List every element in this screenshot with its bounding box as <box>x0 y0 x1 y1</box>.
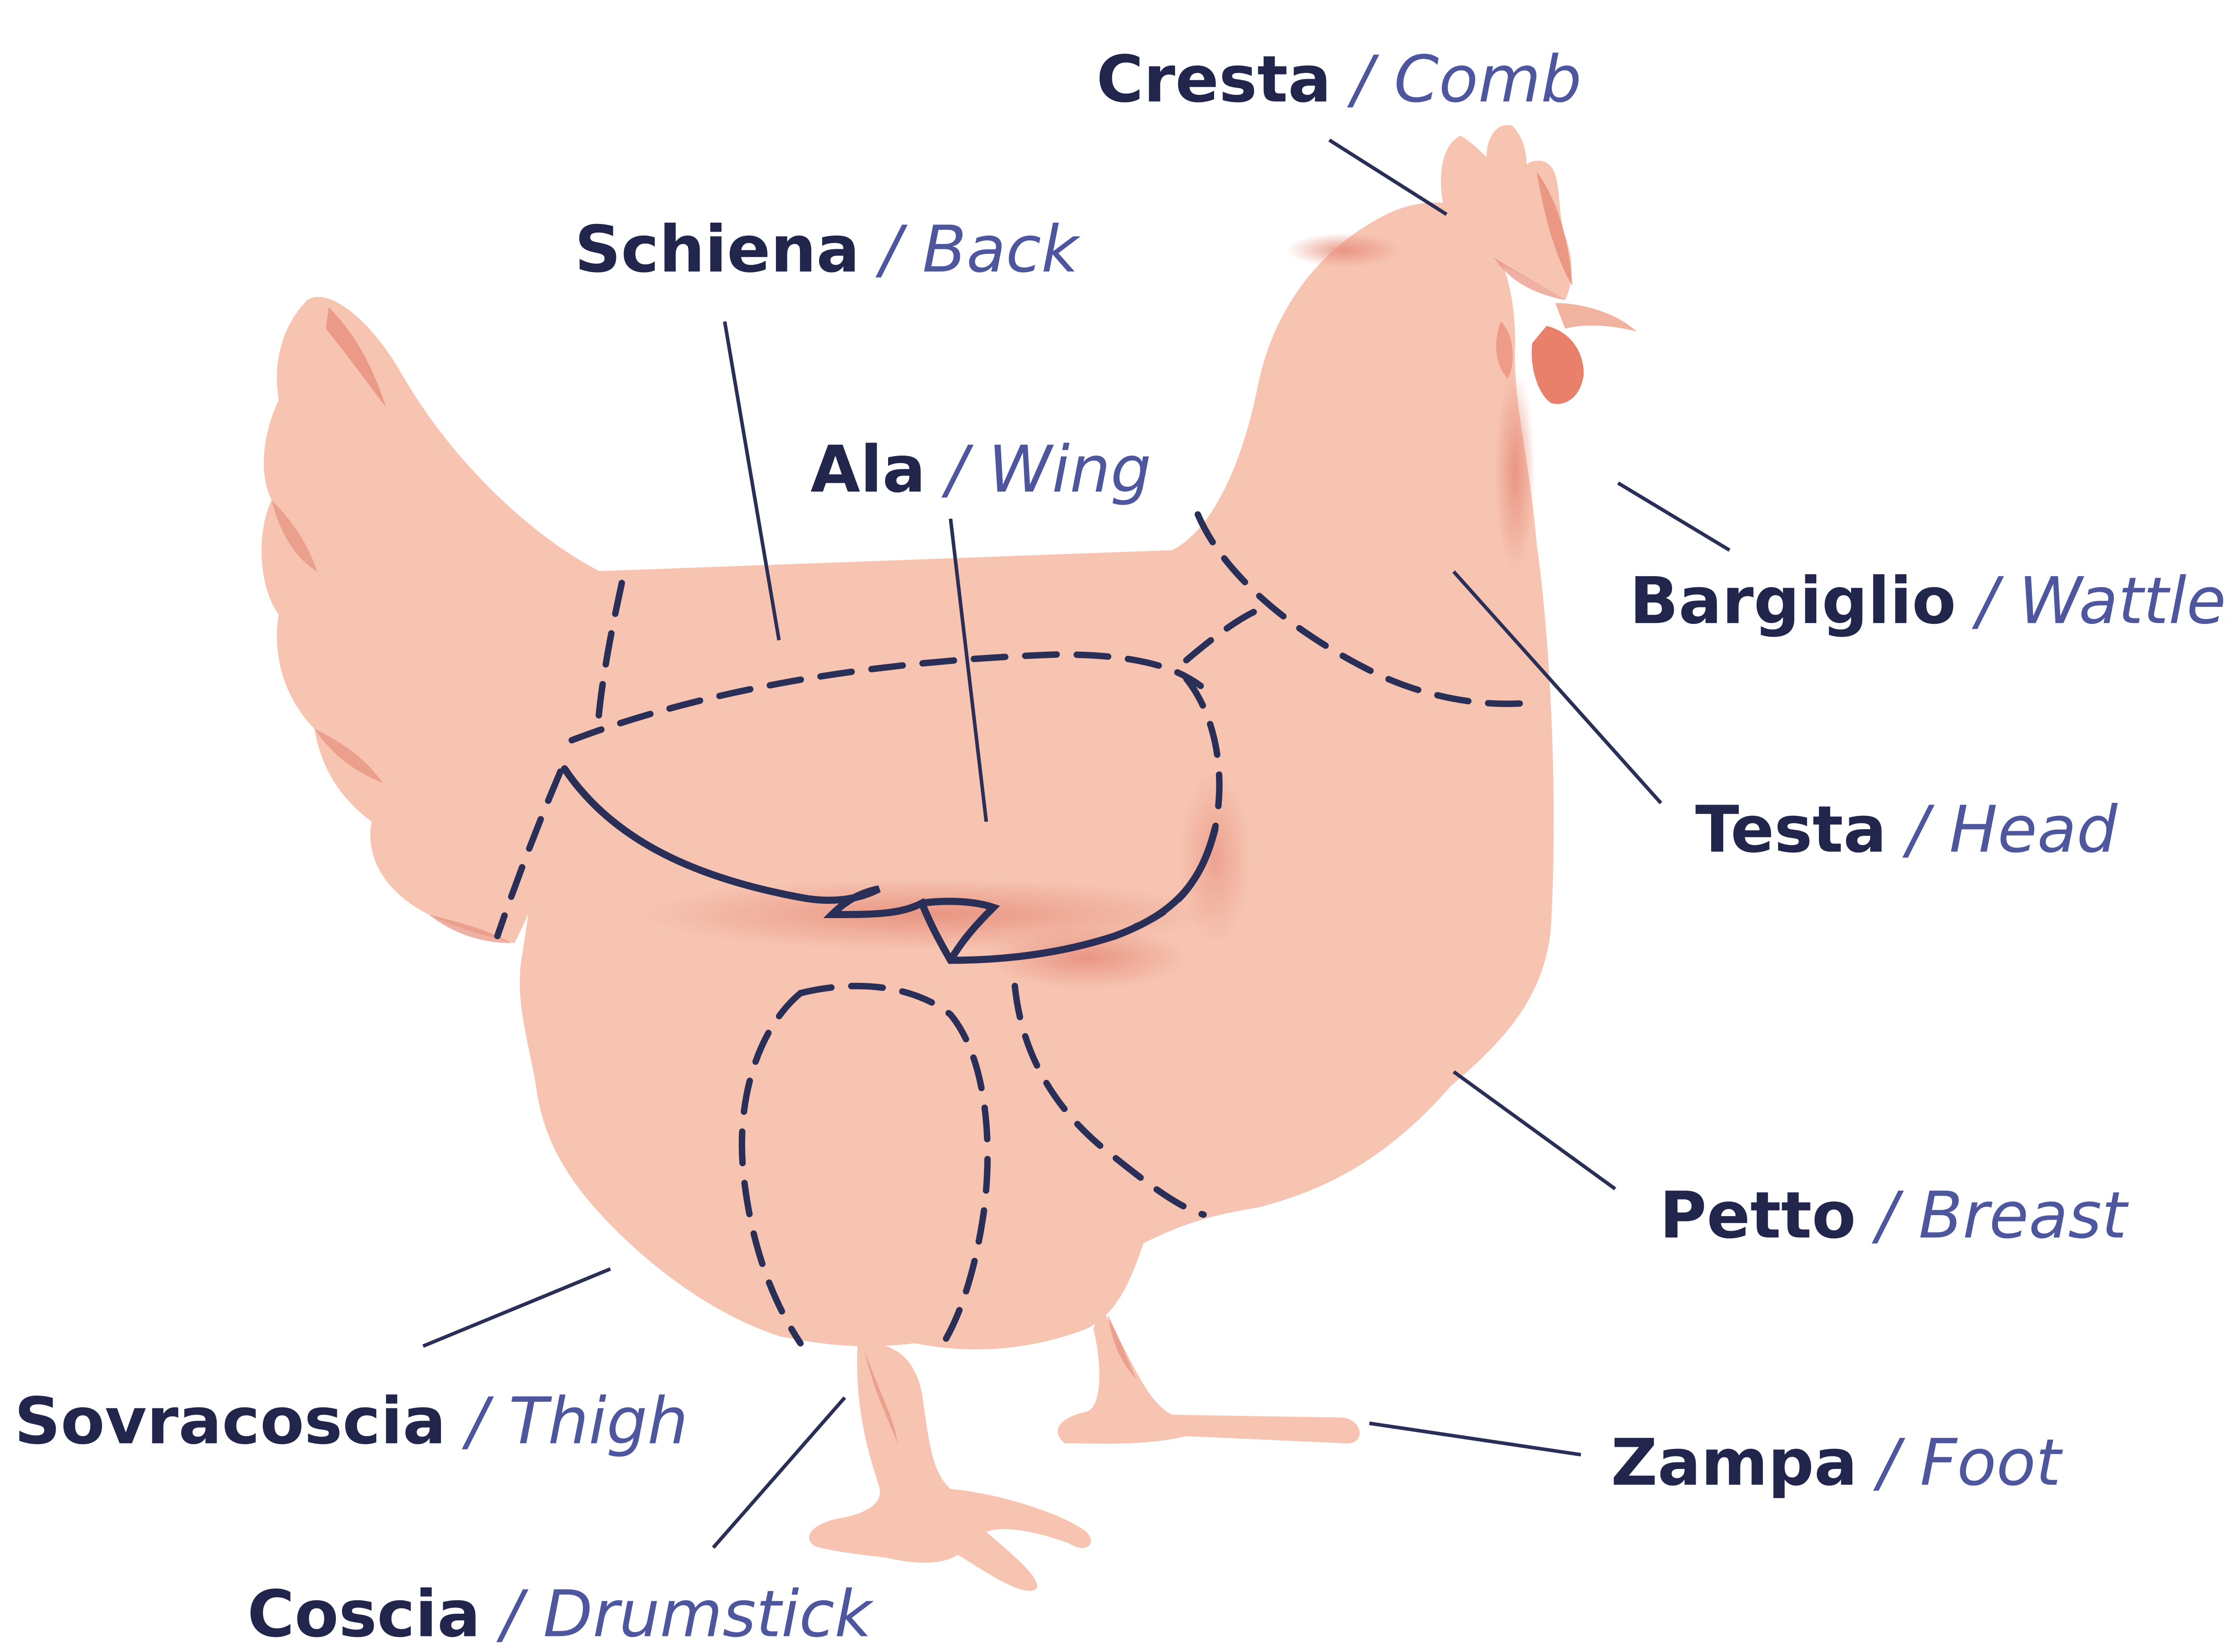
label-head-it: Testa <box>1695 792 1887 867</box>
leader-wattles <box>1618 483 1729 550</box>
leader-thigh <box>423 1269 610 1346</box>
body <box>520 203 1554 1350</box>
label-foot-en: Foot <box>1920 1425 2061 1501</box>
label-foot: Zampa / Foot <box>1611 1430 2061 1494</box>
label-breast: Petto / Breast <box>1660 1183 2127 1247</box>
label-separator: / <box>1956 563 2019 639</box>
label-back-it: Schiena <box>575 212 860 287</box>
label-back-en: Back <box>922 212 1079 287</box>
label-separator: / <box>926 431 988 507</box>
label-breast-it: Petto <box>1660 1177 1856 1253</box>
label-wattles-en: Wattles <box>2019 563 2227 639</box>
label-head-en: Head <box>1949 792 2117 867</box>
back-leg <box>1058 1307 1360 1444</box>
label-separator: / <box>1857 1425 1920 1501</box>
label-breast-en: Breast <box>1918 1177 2127 1253</box>
label-head: Testa / Head <box>1695 798 2117 862</box>
leader-foot <box>1369 1423 1581 1455</box>
label-wattles-it: Bargiglio <box>1629 563 1956 639</box>
label-drumstick-en: Drumstick <box>543 1576 872 1652</box>
beak <box>1555 303 1637 331</box>
label-wattles: Bargiglio / Wattles <box>1629 569 2227 633</box>
leader-comb <box>1330 140 1447 215</box>
label-thigh: Sovracoscia / Thigh <box>14 1389 688 1453</box>
label-separator: / <box>1887 792 1950 867</box>
label-wing: Ala / Wing <box>811 437 1151 501</box>
label-drumstick: Coscia / Drumstick <box>247 1582 872 1646</box>
label-separator: / <box>1331 41 1394 117</box>
label-wing-en: Wing <box>988 431 1151 507</box>
label-thigh-it: Sovracoscia <box>14 1383 446 1459</box>
label-drumstick-it: Coscia <box>247 1576 481 1652</box>
label-comb-en: Comb <box>1394 41 1582 117</box>
label-back: Schiena / Back <box>575 217 1078 281</box>
label-foot-it: Zampa <box>1611 1425 1857 1501</box>
front-leg <box>809 1343 1091 1591</box>
label-comb: Cresta / Comb <box>1096 47 1582 111</box>
label-comb-it: Cresta <box>1096 41 1331 117</box>
label-separator: / <box>860 212 922 287</box>
label-thigh-en: Thigh <box>509 1383 688 1459</box>
label-separator: / <box>446 1383 509 1459</box>
leader-breast <box>1454 1072 1615 1189</box>
label-separator: / <box>1856 1177 1919 1253</box>
label-separator: / <box>481 1576 543 1652</box>
label-wing-it: Ala <box>811 431 926 507</box>
wattles-shape <box>1532 326 1584 404</box>
legs <box>809 1307 1360 1591</box>
